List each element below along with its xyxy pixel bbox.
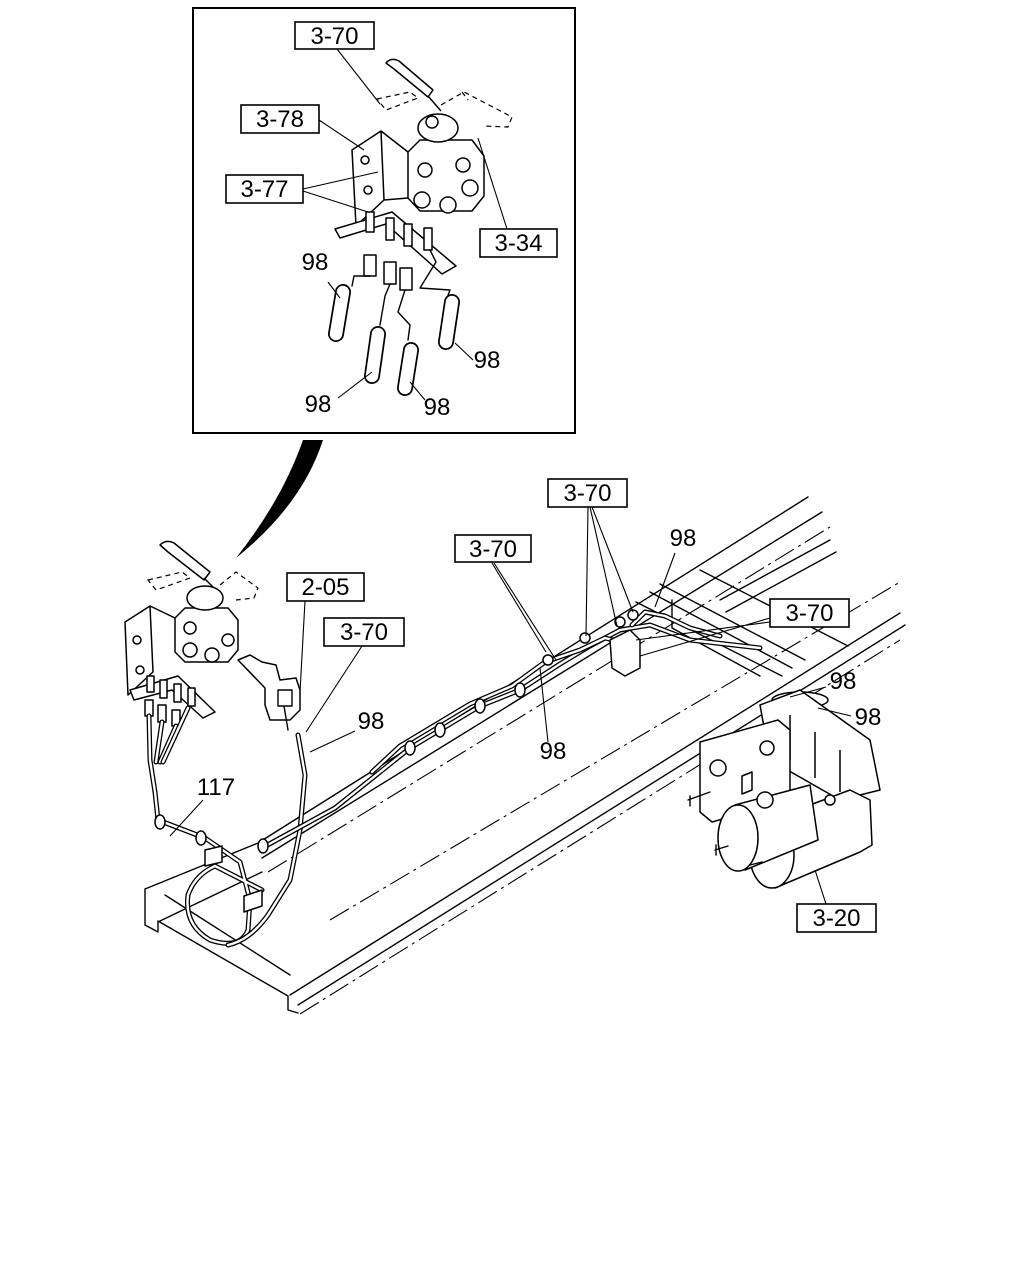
pipe-junction-block (542, 609, 641, 677)
part-number-98-inset: 98 (302, 249, 329, 276)
part-number-98: 98 (830, 668, 857, 695)
pipe-fill (260, 623, 762, 850)
callout-3-77-inset: 3-77 (225, 174, 304, 204)
inset-fittings (363, 211, 433, 291)
callout-box (454, 534, 532, 563)
inset-valve-ports (413, 115, 479, 214)
part-number-117: 117 (197, 774, 235, 801)
callout-3-70-middle: 3-70 (454, 534, 532, 563)
part-number-98: 98 (855, 704, 882, 731)
callout-box (323, 617, 405, 647)
callout-box (769, 598, 850, 628)
air-brake-pipes (149, 609, 762, 945)
inset-frame (192, 7, 576, 434)
detail-pointer (236, 440, 323, 558)
callout-3-70-left: 3-70 (323, 617, 405, 647)
part-number-98: 98 (670, 525, 697, 552)
pressure-switch-body (237, 654, 301, 721)
main-fittings (144, 675, 196, 727)
callout-3-78-inset: 3-78 (240, 104, 320, 134)
part-number-98-inset: 98 (474, 347, 501, 374)
inset-fitting-leads (351, 249, 451, 341)
callout-label: 2-05 (301, 574, 349, 601)
callout-2-05: 2-05 (286, 572, 365, 602)
callout-3-70-inset: 3-70 (294, 21, 375, 50)
callout-label: 3-70 (563, 480, 611, 507)
callout-label: 3-70 (310, 23, 358, 50)
callout-3-70-right: 3-70 (769, 598, 850, 628)
pipe-clips (154, 682, 526, 854)
pipe-outline (262, 625, 760, 848)
main-leader-lines (169, 506, 852, 905)
callout-label: 3-70 (469, 536, 517, 563)
part-number-98-inset: 98 (424, 394, 451, 421)
callout-label: 3-78 (256, 106, 304, 133)
callout-box (225, 174, 304, 204)
inset-hose-fill (446, 302, 452, 342)
callout-box (479, 228, 558, 258)
callout-label: 3-77 (240, 176, 288, 203)
callout-3-20: 3-20 (796, 903, 877, 933)
tank-bolts (687, 791, 763, 866)
callout-3-70-upper: 3-70 (547, 478, 628, 508)
callout-label: 3-70 (340, 619, 388, 646)
callout-label: 3-70 (785, 600, 833, 627)
callout-box (240, 104, 320, 134)
inset-mounting-bracket (351, 130, 409, 227)
inset-hidden-bracket-lines (375, 91, 513, 128)
callout-3-34-inset: 3-34 (479, 228, 558, 258)
callout-box (547, 478, 628, 508)
part-number-98-inset: 98 (305, 391, 332, 418)
callout-label: 3-20 (812, 905, 860, 932)
pressure-switch-2-05 (237, 654, 301, 731)
air-tank-assembly (687, 689, 881, 889)
callout-box (294, 21, 375, 50)
pressure-switch-detail (277, 689, 293, 731)
pipe-mount-bracket (204, 845, 263, 913)
main-brake-valve-assembly (124, 540, 259, 727)
inset-valve-dome (417, 113, 459, 143)
main-valve-ports (182, 621, 235, 663)
inset-hose-fill (336, 292, 343, 334)
main-valve-dome (186, 585, 224, 611)
inset-leader-lines (302, 48, 508, 401)
main-mounting-bracket (124, 605, 176, 696)
main-hidden-bracket-lines (146, 571, 259, 601)
inset-brake-valve-assembly (335, 58, 513, 388)
callout-box (286, 572, 365, 602)
frame-crossmember (635, 569, 849, 677)
part-number-98: 98 (540, 738, 567, 765)
inset-brake-pedal (385, 58, 442, 112)
main-brake-pedal (159, 540, 219, 593)
callout-label: 3-34 (494, 230, 542, 257)
part-number-98: 98 (358, 708, 385, 735)
inset-hose-fill (372, 334, 378, 376)
tank-valves (709, 740, 836, 809)
tank-front-end-cap (717, 804, 759, 872)
callout-box (796, 903, 877, 933)
